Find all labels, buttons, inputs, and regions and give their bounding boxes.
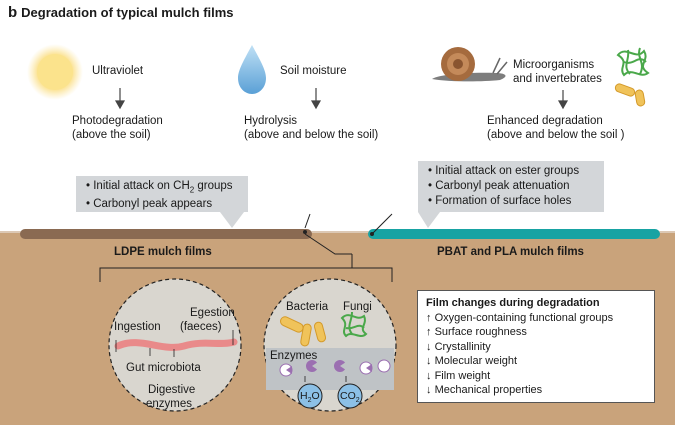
egestion-label: Egestion [190, 307, 235, 319]
change-item: ↑ Oxygen-containing functional groups [426, 311, 614, 324]
ldpe-film-label: LDPE mulch films [114, 246, 212, 258]
connector-lines [99, 233, 393, 282]
down-arrows [114, 88, 569, 110]
pbat-bullet-2: • Carbonyl peak attenuation [428, 180, 570, 192]
fungi-icon [616, 47, 650, 77]
ldpe-info-bubble: • Initial attack on CH2 groups • Carbony… [76, 176, 248, 212]
soil-moisture-label: Soil moisture [280, 65, 347, 77]
pbat-film-label: PBAT and PLA mulch films [437, 246, 584, 258]
faeces-label: (faeces) [180, 321, 222, 333]
earthworm-icon [114, 338, 238, 351]
ldpe-pointer [304, 213, 311, 229]
bacteria-icon [614, 83, 646, 107]
hydrolysis-note: (above and below the soil) [244, 129, 379, 141]
pbat-info-bubble: • Initial attack on ester groups • Carbo… [418, 161, 604, 212]
change-item: ↓ Mechanical properties [426, 384, 543, 396]
fungi-label: Fungi [343, 301, 372, 313]
title-text: Degradation of typical mulch films [21, 5, 234, 20]
ldpe-bullet-2: • Carbonyl peak appears [86, 198, 213, 211]
film-changes-heading: Film changes during degradation [426, 297, 600, 309]
change-item: ↓ Crystallinity [426, 340, 491, 353]
co2-label: CO2 [340, 390, 360, 405]
photodegradation-note: (above the soil) [72, 129, 151, 141]
microorganisms-label: Microorganisms [513, 59, 595, 71]
pbat-bullet-1: • Initial attack on ester groups [428, 165, 580, 177]
enzymes-band-label: Enzymes [270, 350, 318, 362]
change-item: ↓ Film weight [426, 369, 491, 382]
ingestion-label: Ingestion [114, 321, 161, 333]
gut-microbiota-label: Gut microbiota [126, 362, 201, 374]
enhanced-degradation-note: (above and below the soil ) [487, 129, 625, 141]
pbat-pointer [371, 213, 393, 235]
ldpe-bullet-1: • Initial attack on CH2 groups [86, 180, 233, 195]
pbat-bullet-3: • Formation of surface holes [428, 195, 572, 207]
photodegradation-label: Photodegradation [72, 115, 163, 127]
ldpe-film-strip [20, 229, 312, 239]
ultraviolet-label: Ultraviolet [92, 65, 144, 77]
invertebrates-label: and invertebrates [513, 73, 602, 85]
digestive-label: Digestive [148, 384, 196, 396]
snail-icon [432, 47, 508, 82]
microbe-circle [263, 278, 397, 412]
enzyme-icons [279, 359, 391, 377]
change-item: ↑ Surface roughness [426, 326, 527, 338]
change-item: ↓ Molecular weight [426, 355, 518, 367]
h2o-label: H2O [300, 390, 320, 405]
sun-icon [27, 44, 83, 100]
film-changes-box: Film changes during degradation ↑ Oxygen… [417, 290, 655, 403]
bacteria-label: Bacteria [286, 301, 329, 313]
panel-letter: b [8, 4, 18, 21]
fungi-cluster-icon [340, 311, 368, 338]
pbat-film-strip [368, 229, 660, 239]
enzymes-label: enzymes [146, 398, 193, 410]
bacteria-cluster-icon [279, 316, 327, 347]
h2o-bubble [297, 383, 323, 409]
enhanced-degradation-label: Enhanced degradation [487, 115, 603, 127]
hydrolysis-label: Hydrolysis [244, 115, 298, 127]
co2-bubble [337, 383, 363, 409]
water-drop-icon [238, 45, 266, 94]
